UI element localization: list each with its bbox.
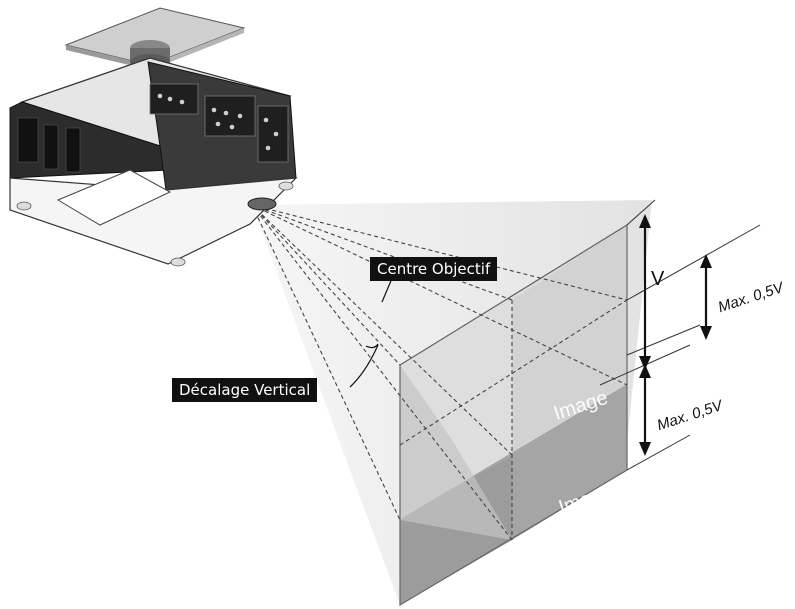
projector-bottom-panel xyxy=(56,169,172,226)
screen-upper-image xyxy=(512,225,627,455)
v-dimension-label: V xyxy=(651,268,665,290)
max-top-dimension-arrow xyxy=(700,254,712,340)
dashed-projection-lines xyxy=(251,204,628,541)
max-bottom-dimension-arrow xyxy=(639,364,651,456)
screen-lower-image xyxy=(512,385,627,540)
projector-illustration xyxy=(9,7,298,267)
screen-diagonal-wedge xyxy=(400,365,512,540)
centre-objectif-label: Centre Objectif xyxy=(370,257,498,281)
decalage-vertical-label: Décalage Vertical xyxy=(172,378,318,402)
v-dimension-arrow xyxy=(639,214,651,370)
projector-lens xyxy=(247,197,277,211)
